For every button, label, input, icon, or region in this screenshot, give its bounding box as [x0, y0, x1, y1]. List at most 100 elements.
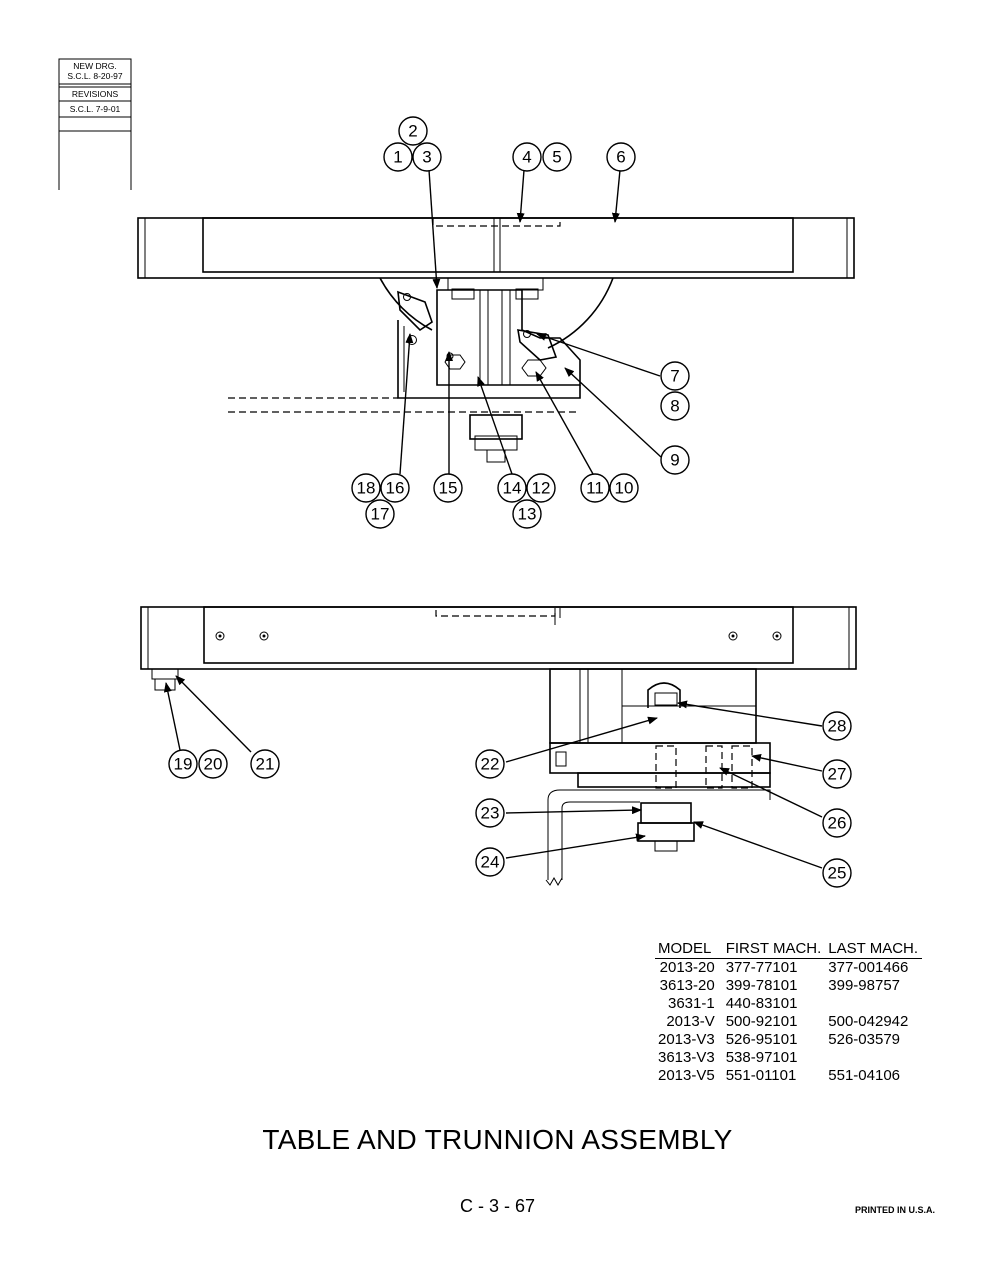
svg-text:18: 18: [357, 479, 376, 498]
model-cell: 3631-1: [668, 995, 715, 1012]
page-number: C - 3 - 67: [459, 1196, 536, 1216]
header-model: MODEL: [655, 940, 723, 959]
balloon-12: 12: [526, 473, 556, 503]
balloon-3: 3: [412, 142, 442, 172]
model-cell: 2013-V: [666, 1013, 715, 1030]
last-mach-cell: [825, 1049, 922, 1067]
first-mach-cell: 551-01101: [725, 1067, 797, 1084]
balloon-17: 17: [365, 499, 395, 529]
first-mach-cell: 526-95101: [725, 1031, 798, 1048]
table-row: 3613-20 399-78101 399-98757: [655, 977, 922, 995]
svg-text:13: 13: [518, 505, 537, 524]
balloon-10: 10: [609, 473, 639, 503]
last-mach-cell: 377-001466: [828, 959, 909, 976]
balloon-24: 24: [475, 847, 505, 877]
first-mach-cell: 500-92101: [725, 1013, 798, 1030]
last-mach-cell: [825, 995, 922, 1013]
table-row: 2013-V 500-92101 500-042942: [655, 1013, 922, 1031]
balloon-25: 25: [822, 858, 852, 888]
balloon-20: 20: [198, 749, 228, 779]
svg-text:27: 27: [828, 765, 847, 784]
svg-text:14: 14: [503, 479, 522, 498]
last-mach-cell: 399-98757: [828, 977, 901, 994]
svg-text:25: 25: [828, 864, 847, 883]
svg-text:7: 7: [670, 367, 679, 386]
last-mach-cell: 526-03579: [828, 1031, 901, 1048]
svg-text:10: 10: [615, 479, 634, 498]
svg-text:4: 4: [522, 148, 531, 167]
balloon-14: 14: [497, 473, 527, 503]
first-mach-cell: 440-83101: [725, 995, 798, 1012]
balloon-8: 8: [660, 391, 690, 421]
svg-text:6: 6: [616, 148, 625, 167]
model-cell: 2013-20: [659, 959, 715, 976]
model-cell: 3613-V3: [658, 1049, 715, 1066]
svg-text:2: 2: [408, 122, 417, 141]
balloon-13: 13: [512, 499, 542, 529]
header-last-mach: LAST MACH.: [825, 940, 923, 959]
balloon-15: 15: [433, 473, 463, 503]
balloon-6: 6: [606, 142, 636, 172]
first-mach-cell: 538-97101: [725, 1049, 798, 1066]
svg-text:3: 3: [422, 148, 431, 167]
balloon-28: 28: [822, 711, 852, 741]
table-front-view: [140, 606, 857, 887]
model-cell: 2013-V3: [658, 1031, 715, 1048]
new-drg-label: NEW DRG.: [73, 61, 116, 71]
svg-text:20: 20: [204, 755, 223, 774]
drawing-title: TABLE AND TRUNNION ASSEMBLY: [262, 1124, 733, 1155]
balloon-5: 5: [542, 142, 572, 172]
table-row: 3631-1 440-83101: [655, 995, 922, 1013]
svg-text:16: 16: [386, 479, 405, 498]
balloon-26: 26: [822, 808, 852, 838]
svg-text:21: 21: [256, 755, 275, 774]
model-cell: 2013-V5: [658, 1067, 715, 1084]
model-cell: 3613-20: [659, 977, 715, 994]
balloon-1: 1: [383, 142, 413, 172]
svg-text:23: 23: [481, 804, 500, 823]
balloon-18: 18: [351, 473, 381, 503]
svg-text:22: 22: [481, 755, 500, 774]
svg-text:26: 26: [828, 814, 847, 833]
table-row: 2013-20 377-77101 377-001466: [655, 959, 922, 978]
last-mach-cell: 500-042942: [828, 1013, 909, 1030]
svg-text:19: 19: [174, 755, 193, 774]
balloon-4: 4: [512, 142, 542, 172]
svg-text:11: 11: [586, 479, 604, 498]
svg-text:28: 28: [828, 717, 847, 736]
last-mach-cell: 551-04106: [828, 1067, 901, 1084]
svg-text:9: 9: [670, 451, 679, 470]
first-mach-cell: 399-78101: [725, 977, 798, 994]
balloon-16: 16: [380, 473, 410, 503]
balloon-19: 19: [168, 749, 198, 779]
svg-text:17: 17: [371, 505, 390, 524]
revisions-label: REVISIONS: [72, 89, 119, 99]
revision-entry: S.C.L. 7-9-01: [70, 104, 121, 114]
revision-block: NEW DRG. S.C.L. 8-20-97 REVISIONS S.C.L.…: [58, 58, 132, 190]
balloon-23: 23: [475, 798, 505, 828]
svg-text:8: 8: [670, 397, 679, 416]
svg-text:5: 5: [552, 148, 561, 167]
header-first-mach: FIRST MACH.: [722, 940, 826, 959]
balloon-2: 2: [398, 116, 428, 146]
table-row: 2013-V5 551-01101 551-04106: [655, 1067, 922, 1085]
balloon-21: 21: [250, 749, 280, 779]
printed-note: PRINTED IN U.S.A.: [854, 1205, 935, 1215]
balloon-27: 27: [822, 759, 852, 789]
model-serial-table: MODEL FIRST MACH. LAST MACH. 2013-20 377-…: [655, 940, 923, 1085]
svg-text:24: 24: [481, 853, 500, 872]
svg-text:15: 15: [439, 479, 458, 498]
table-row: 2013-V3 526-95101 526-03579: [655, 1031, 922, 1049]
svg-text:1: 1: [393, 148, 402, 167]
balloon-7: 7: [660, 361, 690, 391]
new-drg-entry: S.C.L. 8-20-97: [67, 71, 123, 81]
balloon-9: 9: [660, 445, 690, 475]
first-mach-cell: 377-77101: [725, 959, 798, 976]
table-top-view: [137, 217, 855, 463]
table-row: 3613-V3 538-97101: [655, 1049, 922, 1067]
balloon-22: 22: [475, 749, 505, 779]
balloon-11: 11: [580, 473, 610, 503]
leader-lines: [163, 169, 823, 869]
svg-text:12: 12: [532, 479, 551, 498]
